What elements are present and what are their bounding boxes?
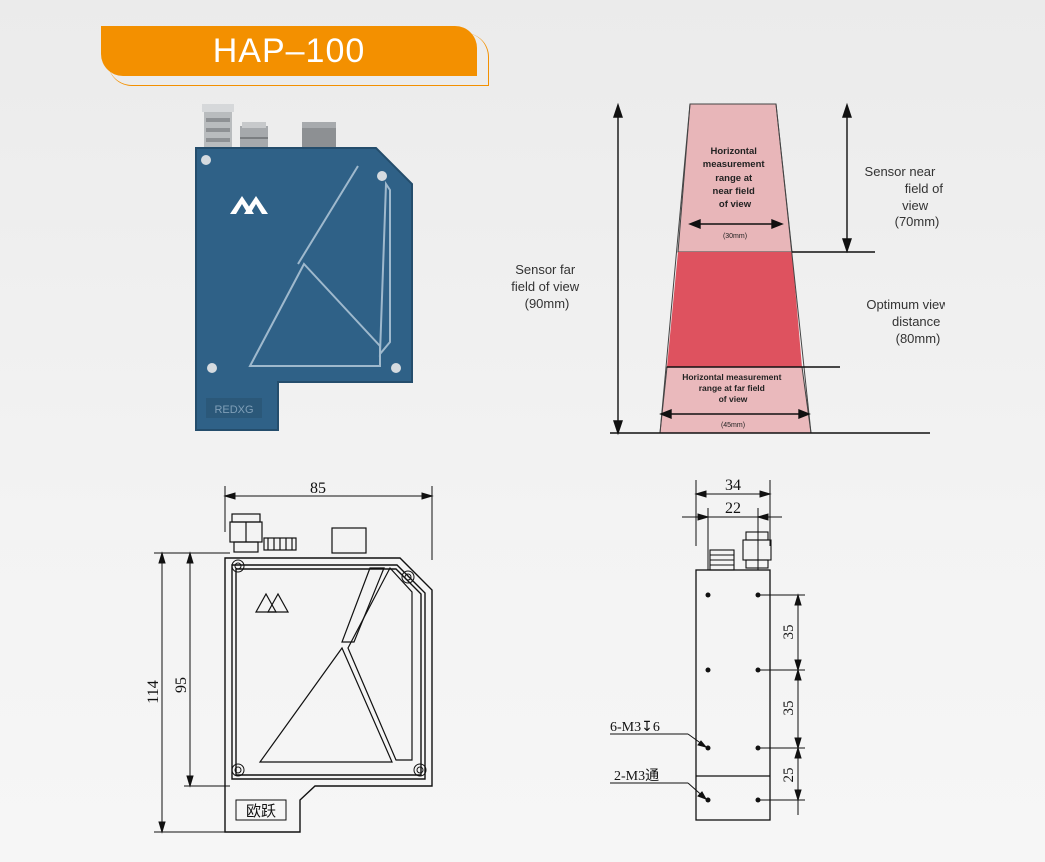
screw-icon bbox=[207, 363, 217, 373]
height-dimensions bbox=[154, 551, 230, 834]
connector-icons bbox=[229, 513, 367, 554]
side-drawing: 34 22 35 35 25 bbox=[610, 477, 805, 821]
fov-diagram: Horizontal measurement range at near fie… bbox=[511, 102, 945, 436]
product-photo: REDXG bbox=[195, 104, 413, 431]
decor-outline bbox=[258, 566, 413, 763]
height-body-text: 95 bbox=[173, 677, 190, 693]
side-inner-width-text: 22 bbox=[725, 500, 741, 517]
nameplate-text: 欧跃 bbox=[246, 803, 276, 820]
sensor-near-label-cont: view (70mm) bbox=[895, 198, 940, 229]
sensor-far-arrow bbox=[613, 102, 623, 436]
hole-label-1: 6-M3↧6 bbox=[610, 720, 660, 735]
brand-logo-icon bbox=[230, 196, 268, 214]
side-width-text: 34 bbox=[725, 477, 741, 494]
screw-icon bbox=[377, 171, 387, 181]
side-connector-icons bbox=[709, 531, 772, 571]
spacing-3-text: 25 bbox=[781, 768, 797, 783]
side-width-dimension bbox=[682, 480, 782, 570]
near-range-value: (30mm) bbox=[723, 233, 747, 240]
sensor-body bbox=[196, 148, 412, 430]
spacing-1-text: 35 bbox=[781, 625, 797, 640]
screw-holes bbox=[231, 559, 427, 777]
title-tab: HAP–100 bbox=[101, 26, 477, 76]
nameplate-outline-icon: 欧跃 bbox=[235, 799, 287, 821]
connector-gland-icon bbox=[202, 104, 234, 152]
spacing-2-text: 35 bbox=[781, 701, 797, 716]
screw-icon bbox=[391, 363, 401, 373]
height-total-text: 114 bbox=[145, 680, 162, 703]
side-body-outline bbox=[695, 569, 771, 821]
far-range-arrow bbox=[659, 408, 811, 420]
optimum-zone bbox=[667, 252, 802, 367]
sensor-far-label: Sensor far field of view (90mm) bbox=[511, 262, 583, 311]
sensor-near-arrow bbox=[842, 102, 852, 254]
nameplate-icon: REDXG bbox=[206, 398, 262, 418]
near-range-arrow bbox=[688, 218, 784, 230]
body-outline bbox=[224, 557, 433, 833]
page-title: HAP–100 bbox=[212, 31, 366, 70]
front-drawing: 85 114 95 bbox=[145, 480, 434, 834]
sensor-near-label: Sensor near field of bbox=[865, 164, 944, 196]
screw-icon bbox=[201, 155, 211, 165]
decor-lines bbox=[248, 165, 391, 367]
far-range-label: Horizontal measurement range at far fiel… bbox=[682, 372, 784, 404]
near-range-label: Horizontal measurement range at near fie… bbox=[703, 146, 767, 210]
svg-text:REDXG: REDXG bbox=[214, 404, 253, 416]
side-spacing-dimensions bbox=[760, 593, 805, 815]
mounting-holes bbox=[705, 592, 761, 803]
hole-label-2: 2-M3通 bbox=[614, 768, 659, 784]
far-range-value: (45mm) bbox=[721, 422, 745, 429]
hole-callout-leaders bbox=[610, 733, 708, 800]
brand-logo-outline-icon bbox=[254, 592, 290, 613]
width-dim-text: 85 bbox=[310, 480, 326, 497]
width-dimension bbox=[223, 486, 434, 560]
title-tab-outline bbox=[108, 33, 489, 86]
optimum-label: Optimum viewing distance (80mm) bbox=[866, 297, 945, 346]
